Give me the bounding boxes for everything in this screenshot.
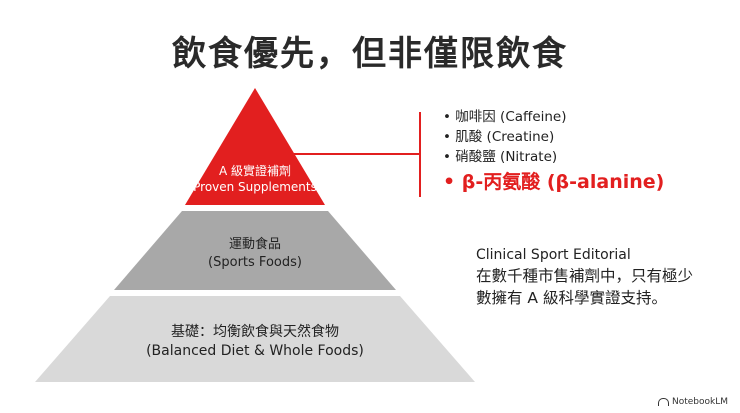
top-tier-zh: A 級實證補劑 <box>218 164 292 178</box>
top-tier-label: A 級實證補劑 (Proven Supplements) <box>175 163 335 195</box>
watermark-text: NotebookLM <box>671 397 728 407</box>
supplement-item: 咖啡因 (Caffeine) <box>443 107 664 127</box>
supplement-item: 肌酸 (Creatine) <box>443 127 664 147</box>
base-tier-zh: 基礎：均衡飲食與天然食物 <box>171 324 339 340</box>
supplement-item-highlight: β-丙氨酸 (β-alanine) <box>443 167 665 197</box>
supplement-list: 咖啡因 (Caffeine) 肌酸 (Creatine) 硝酸鹽 (Nitrat… <box>443 107 664 197</box>
supplement-item: 硝酸鹽 (Nitrate) <box>443 147 664 167</box>
callout-text: 在數千種市售補劑中，只有極少數擁有 A 級科學實證支持。 <box>476 267 694 307</box>
callout-note: Clinical Sport Editorial 在數千種市售補劑中，只有極少數… <box>476 247 706 309</box>
middle-tier-label: 運動食品 (Sports Foods) <box>150 236 360 271</box>
pyramid-top-tier <box>185 88 325 205</box>
base-tier-en: (Balanced Diet & Whole Foods) <box>146 342 364 359</box>
notebooklm-watermark: NotebookLM <box>657 397 728 407</box>
pyramid-middle-tier <box>114 211 396 290</box>
middle-tier-zh: 運動食品 <box>228 237 281 252</box>
notebooklm-icon <box>657 398 669 406</box>
slide-title: 飲食優先，但非僅限飲食 <box>172 34 568 74</box>
callout-source: Clinical Sport Editorial <box>476 247 631 263</box>
top-tier-en: (Proven Supplements) <box>188 180 322 195</box>
middle-tier-en: (Sports Foods) <box>208 254 302 270</box>
pyramid-base-tier <box>35 296 475 382</box>
base-tier-label: 基礎：均衡飲食與天然食物 (Balanced Diet & Whole Food… <box>100 323 410 361</box>
